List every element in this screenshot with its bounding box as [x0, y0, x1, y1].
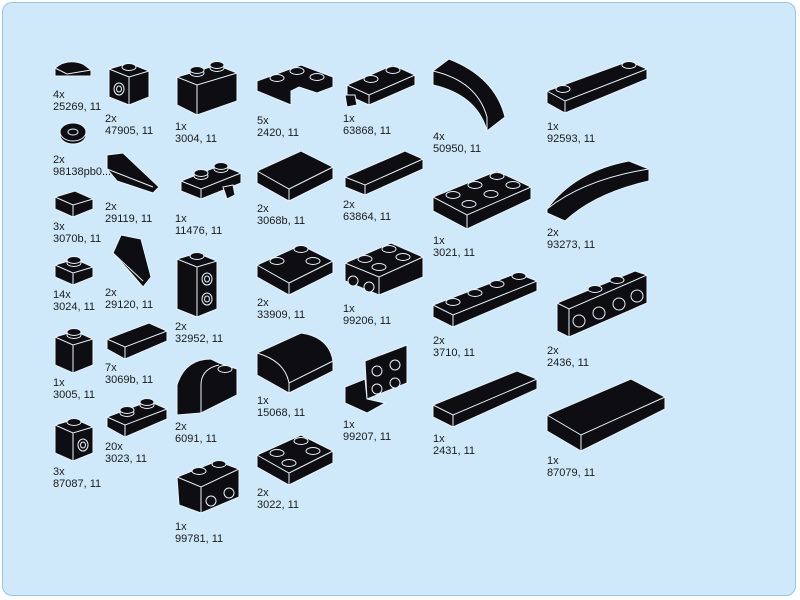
plate-1x1-icon [54, 256, 94, 286]
tile-1x3-icon [344, 150, 424, 196]
quarter-round-tile-icon [54, 61, 92, 77]
round-tile-icon [59, 122, 87, 145]
tile-1x4-icon [432, 370, 538, 428]
tile-1x2-icon [106, 322, 168, 360]
plate-1x2-clip-icon [344, 64, 416, 108]
plate-1x4-icon [432, 272, 538, 328]
bracket-inverted-icon [344, 344, 408, 414]
corner-plate-icon [256, 64, 334, 106]
plate-1x2-icon [106, 398, 168, 438]
plate-clip-icon [180, 162, 242, 200]
tile-2x2-studs-icon [256, 244, 334, 296]
plate-2x3-icon [432, 170, 532, 230]
tile-1x1-icon [54, 190, 94, 218]
curved-slope-2x2-icon [256, 332, 334, 394]
curved-slope-1x3-icon [432, 58, 506, 132]
brick-1x2-icon [176, 61, 238, 116]
bracket-1x4-icon [556, 270, 648, 338]
tile-2x2-icon [256, 150, 334, 202]
curved-brick-icon [176, 358, 238, 416]
brick-side-stud-icon [54, 418, 94, 462]
brick-1x1-icon [54, 328, 94, 374]
curved-slope-double-icon [546, 160, 650, 222]
plate-side-studs-icon [344, 242, 424, 296]
tile-2x4-icon [546, 378, 666, 452]
plate-2x2-icon [256, 434, 334, 486]
brick-two-side-studs-icon [108, 62, 150, 106]
wedge-plate-icon [106, 152, 160, 194]
wedge-plate-mirror-icon [112, 234, 152, 288]
brick-1x1x2-side-studs-icon [176, 252, 218, 318]
bracket-icon [176, 460, 240, 514]
plate-1x4-two-studs-icon [546, 60, 648, 114]
